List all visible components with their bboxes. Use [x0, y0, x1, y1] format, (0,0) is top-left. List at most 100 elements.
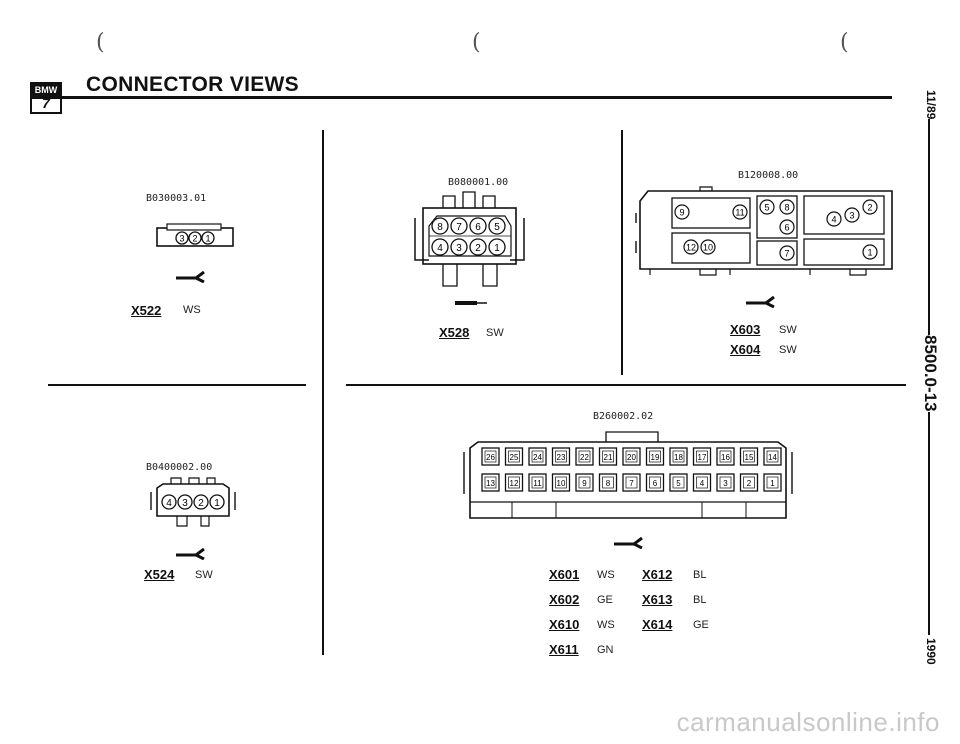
pin-cell — [716, 447, 735, 466]
pin-label: 24 — [533, 453, 542, 462]
pin-cell-inner — [531, 450, 544, 463]
pin-cell — [598, 447, 618, 466]
logo-brand: BMW — [32, 84, 60, 96]
pin-cell — [575, 473, 594, 492]
wire-color: WS — [597, 619, 615, 631]
logo-series: 7 — [42, 95, 50, 111]
pin-label: 1 — [867, 248, 872, 258]
pin-cell — [504, 473, 524, 492]
wire-color: SW — [779, 344, 797, 356]
pin-cell-inner — [625, 476, 638, 489]
connector-id: X522 — [131, 303, 162, 318]
wire-color: GE — [693, 619, 709, 631]
header-rule — [30, 96, 892, 99]
pin-label: 2 — [192, 234, 197, 244]
pin-cell — [692, 447, 712, 466]
wire-color: SW — [486, 327, 504, 339]
pin-label: 1 — [205, 234, 210, 244]
connector-id: X614 — [642, 617, 673, 632]
pin-label: 3 — [179, 234, 184, 244]
pin-label: 3 — [723, 479, 728, 488]
pin-cell-inner — [578, 450, 591, 463]
pin-cell — [575, 447, 594, 466]
pin-label: 11 — [735, 208, 744, 218]
pin-label: 7 — [784, 249, 789, 259]
pin-label: 1 — [494, 243, 500, 254]
pin-label: 4 — [437, 243, 443, 254]
connector-id: X528 — [439, 325, 470, 340]
pin-label: 22 — [580, 453, 589, 462]
pin-cell-inner — [531, 476, 544, 489]
pin-label: 5 — [764, 203, 769, 213]
drawing-code: B0400002.00 — [146, 462, 213, 473]
pin-cell — [645, 447, 665, 466]
pin-cell-inner — [508, 450, 520, 463]
pin-label: 25 — [510, 453, 519, 462]
divider-vertical-left — [322, 130, 324, 655]
pin-label: 6 — [653, 479, 658, 488]
pin-cell-inner — [672, 450, 685, 463]
pin-label: 14 — [768, 453, 777, 462]
pin-label: 12 — [510, 479, 519, 488]
pin-cell-inner — [484, 450, 497, 463]
pin-cell — [481, 447, 500, 466]
pin-cell — [739, 447, 759, 466]
pin-cell-inner — [696, 476, 708, 489]
pin-cell-inner — [743, 476, 755, 489]
pin-label: 8 — [784, 203, 789, 213]
pin-cell — [528, 473, 547, 492]
connector-id: X603 — [730, 322, 761, 337]
pin-label: 3 — [182, 498, 188, 509]
pin-cell-inner — [719, 476, 732, 489]
page-title: CONNECTOR VIEWS — [86, 73, 299, 96]
pin-label: 2 — [475, 243, 481, 254]
drawing-code: B030003.01 — [146, 193, 207, 204]
connector-id: X613 — [642, 592, 673, 607]
pin-cell — [481, 473, 500, 492]
view-direction-arrow-icon — [176, 271, 205, 283]
pin-label: 4 — [831, 215, 836, 225]
wire-color: BL — [693, 594, 707, 606]
pin-cell — [504, 447, 524, 466]
scan-mark: ( — [96, 30, 105, 55]
pin-label: 19 — [651, 453, 660, 462]
connector-x528-drawing: 8 7 6 5 4 3 2 1 — [414, 191, 525, 287]
wire-color: BL — [693, 569, 707, 581]
pin-cell-inner — [578, 476, 591, 489]
watermark: carmanualsonline.info — [676, 707, 940, 737]
side-page-number: 8500.0-13 — [917, 335, 943, 412]
view-direction-arrow-icon — [455, 301, 487, 305]
connector-x522-drawing: 3 2 1 — [156, 223, 234, 247]
pin-label: 12 — [686, 243, 696, 253]
drawing-code: B080001.00 — [448, 177, 509, 188]
pin-label: 2 — [747, 479, 752, 488]
pin-label: 9 — [679, 208, 684, 218]
pin-cell — [622, 473, 641, 492]
pin-cell — [763, 447, 782, 466]
pin-cell — [669, 447, 688, 466]
scan-mark: ( — [840, 30, 849, 55]
divider-horizontal-left — [48, 384, 306, 386]
connector-id: X601 — [549, 567, 580, 582]
pin-label: 20 — [627, 453, 636, 462]
pin-cell — [763, 473, 782, 492]
pin-cell-inner — [672, 476, 685, 489]
scan-mark: ( — [472, 30, 481, 55]
pin-cell-inner — [625, 450, 638, 463]
pin-cell — [598, 473, 618, 492]
pin-label: 8 — [606, 479, 611, 488]
pin-label: 9 — [582, 479, 587, 488]
pin-label: 1 — [214, 498, 220, 509]
connector-id: X602 — [549, 592, 580, 607]
pin-cell — [551, 473, 571, 492]
pin-label: 6 — [784, 223, 789, 233]
connector-id: X524 — [144, 567, 175, 582]
pin-cell-inner — [649, 476, 661, 489]
pin-cell-inner — [743, 450, 755, 463]
pin-cell — [739, 473, 759, 492]
wire-color: GE — [597, 594, 613, 606]
connector-id: X612 — [642, 567, 673, 582]
divider-horizontal-right — [346, 384, 906, 386]
connector-x603-x604-drawing: 9 11 5 8 6 4 3 2 12 10 7 1 — [635, 186, 893, 276]
